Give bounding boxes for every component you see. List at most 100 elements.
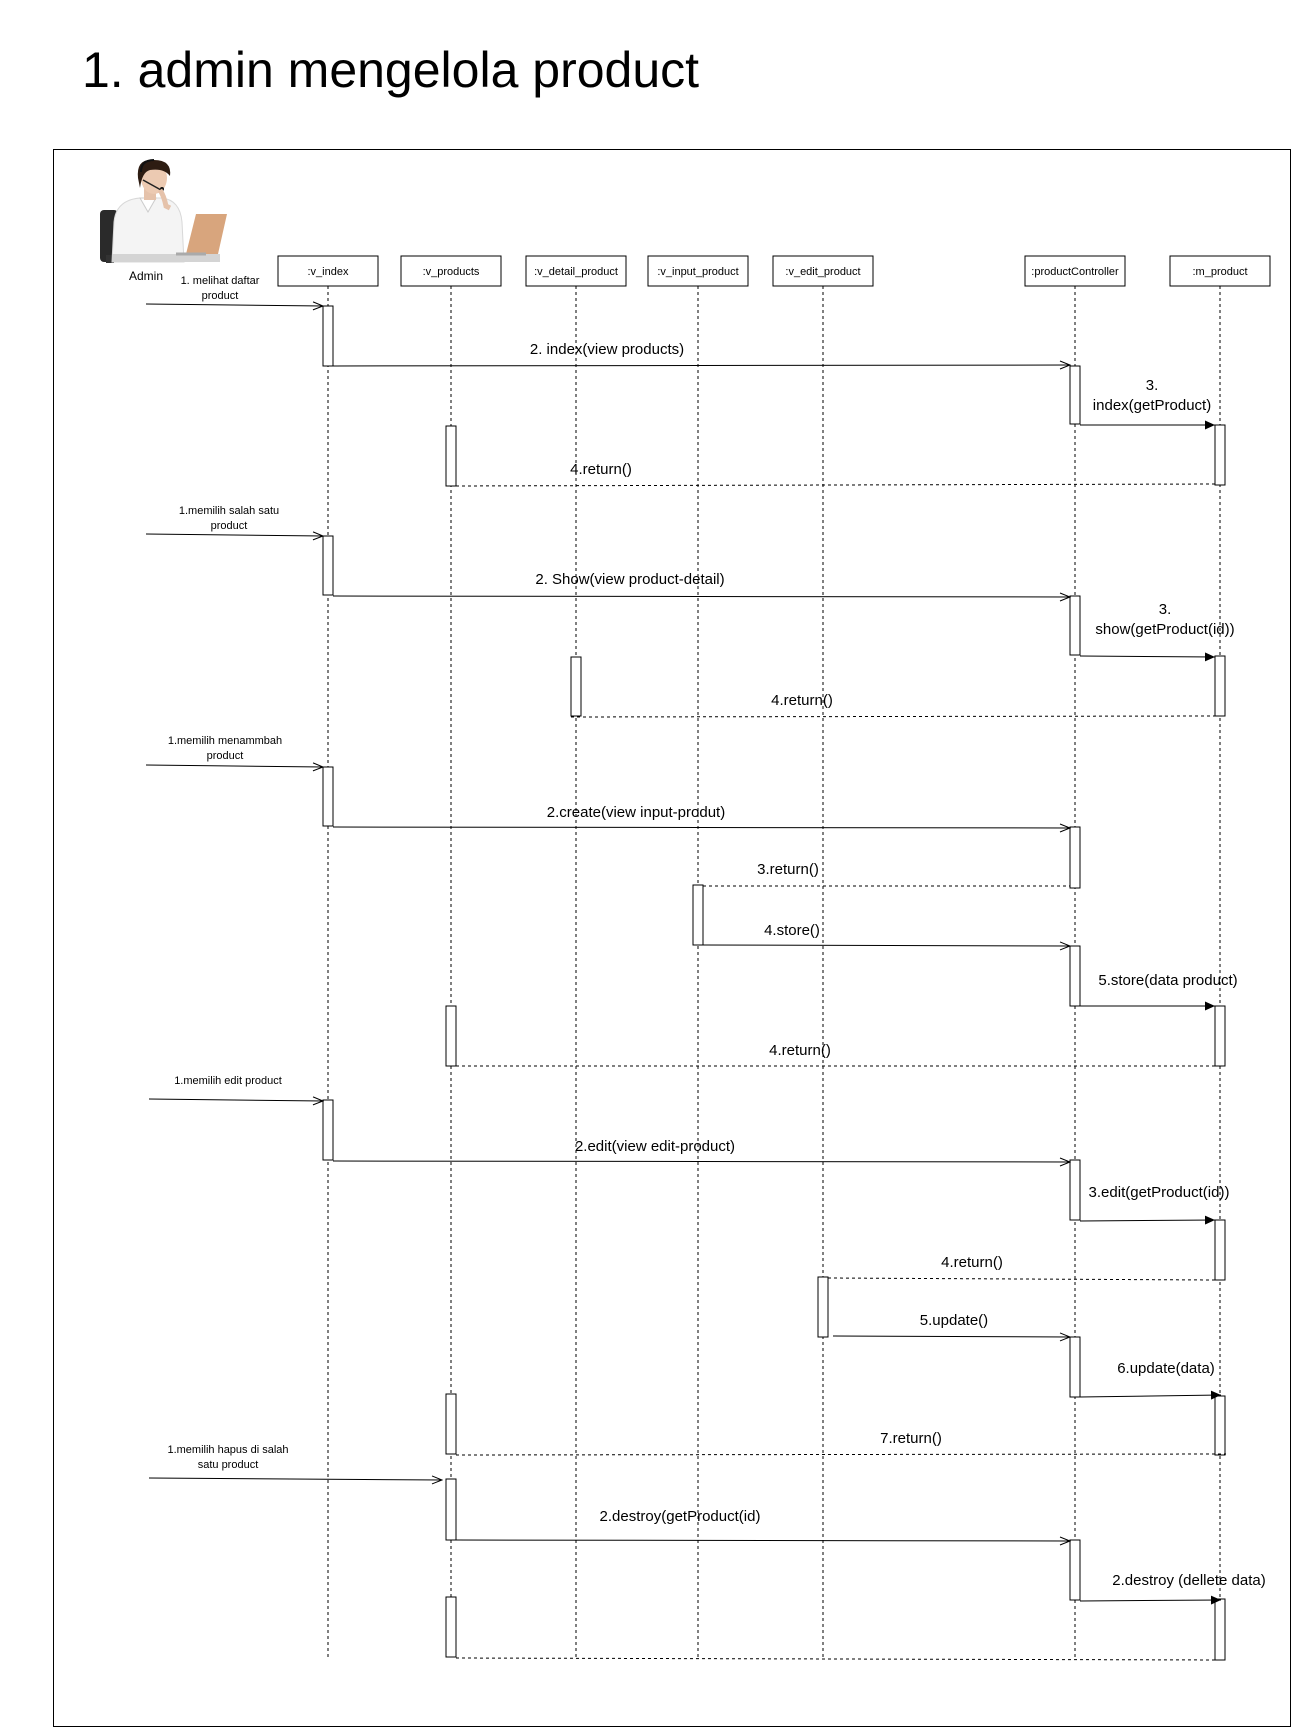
message-label: show(getProduct(id)) bbox=[1095, 621, 1234, 638]
message-label: 3. bbox=[1146, 377, 1159, 394]
message: 4.return() bbox=[570, 692, 1216, 718]
lifeline-productController: :productController bbox=[1024, 255, 1126, 1660]
activation-bar bbox=[445, 1596, 457, 1658]
actor-label: Admin bbox=[129, 269, 163, 283]
activation-bar bbox=[1214, 655, 1226, 717]
activation-bar bbox=[322, 766, 334, 827]
message-arrow bbox=[332, 827, 1070, 828]
lifeline-head-box bbox=[1169, 255, 1271, 287]
message-label: 1. melihat daftar bbox=[181, 275, 260, 287]
return-arrow bbox=[455, 1657, 1223, 1661]
activation-bar bbox=[817, 1276, 829, 1338]
page-title: 1. admin mengelola product bbox=[82, 42, 700, 98]
message-label: satu product bbox=[198, 1459, 259, 1471]
activation-bar bbox=[322, 1099, 334, 1161]
admin-photo bbox=[100, 159, 227, 263]
message-arrow bbox=[332, 1161, 1070, 1162]
message-label: 2. Show(view product-detail) bbox=[535, 571, 724, 588]
message-arrow bbox=[455, 1540, 1070, 1541]
message: 1.memilih hapus di salah satu product bbox=[148, 1444, 442, 1480]
message-label: 2. index(view products) bbox=[530, 341, 684, 358]
activation-bar bbox=[1069, 595, 1081, 656]
activation-bars bbox=[322, 305, 1226, 1661]
message-arrow bbox=[145, 534, 323, 536]
lifeline-head-box bbox=[525, 255, 627, 287]
message-label: 4.store() bbox=[764, 922, 820, 939]
message: 2.edit(view edit-product) bbox=[332, 1138, 1070, 1162]
message-arrow bbox=[1079, 1215, 1216, 1225]
activation-bar bbox=[1214, 1005, 1226, 1067]
activation-bar bbox=[445, 1393, 457, 1455]
message-label: product bbox=[211, 520, 248, 532]
message-arrow bbox=[145, 304, 323, 306]
message-arrow bbox=[1079, 1390, 1222, 1400]
activation-bar bbox=[1214, 424, 1226, 486]
lifeline-label: :productController bbox=[1031, 266, 1119, 278]
activation-bar bbox=[1214, 1395, 1226, 1456]
message-arrow bbox=[832, 1336, 1070, 1337]
message-label: 7.return() bbox=[880, 1430, 942, 1447]
activation-bar bbox=[322, 535, 334, 596]
message-label: 3.return() bbox=[757, 861, 819, 878]
message-label: product bbox=[207, 750, 244, 762]
return-arrow bbox=[827, 1277, 1216, 1281]
message: 3.show(getProduct(id)) bbox=[1079, 601, 1235, 662]
activation-bar bbox=[445, 1478, 457, 1541]
message: 4.return() bbox=[456, 1042, 1215, 1067]
activation-bar bbox=[1069, 1539, 1081, 1601]
message: 4.return() bbox=[455, 461, 1216, 487]
message-label: 4.return() bbox=[769, 1042, 831, 1059]
message: 3. index(getProduct) bbox=[1080, 377, 1215, 430]
message-label: 4.return() bbox=[771, 692, 833, 709]
message-label: 5.store(data product) bbox=[1098, 972, 1237, 989]
activation-bar bbox=[1069, 826, 1081, 889]
message-label: 4.return() bbox=[941, 1254, 1003, 1271]
return-arrow bbox=[570, 715, 1216, 718]
lifeline-v-edit-product: :v_edit_product bbox=[772, 255, 874, 1660]
messages: 1. melihat daftar product 2. index(view pr… bbox=[145, 275, 1266, 1661]
message: 7.return() bbox=[455, 1430, 1227, 1456]
message: 4.return() bbox=[827, 1254, 1216, 1281]
message: 5.update() bbox=[832, 1312, 1070, 1337]
lifeline-label: :v_detail_product bbox=[534, 266, 618, 278]
lifeline-v-detail-product: :v_detail_product bbox=[525, 255, 627, 1660]
message-arrow bbox=[145, 765, 323, 767]
lifeline-head-box bbox=[277, 255, 379, 287]
message-label: 2.create(view input-produt) bbox=[547, 804, 725, 821]
lifeline-m-product: :m_product bbox=[1169, 255, 1271, 1660]
message: 3.return() bbox=[703, 861, 1070, 887]
message-label: product bbox=[202, 290, 239, 302]
message: 2.create(view input-produt) bbox=[332, 804, 1070, 828]
activation-bar bbox=[570, 656, 582, 717]
lifeline-v-input-product: :v_input_product bbox=[647, 255, 749, 1660]
lifeline-head-box bbox=[1024, 255, 1126, 287]
message-label: 1.memilih hapus di salah bbox=[167, 1444, 288, 1456]
lifeline-head-box bbox=[400, 255, 502, 287]
lifeline-label: :v_input_product bbox=[657, 266, 738, 278]
message-label: 1.memilih edit product bbox=[174, 1075, 282, 1087]
message bbox=[455, 1657, 1223, 1661]
activation-bar bbox=[445, 1005, 457, 1067]
message: 2.destroy (dellete data) bbox=[1079, 1572, 1266, 1605]
message-label: 2.edit(view edit-product) bbox=[575, 1138, 735, 1155]
activation-bar bbox=[1069, 945, 1081, 1007]
message-label: 6.update(data) bbox=[1117, 1360, 1215, 1377]
diagram-frame bbox=[53, 149, 1291, 1727]
message: 1. melihat daftar product bbox=[145, 275, 323, 306]
message-label: index(getProduct) bbox=[1093, 397, 1211, 414]
lifeline-v-index: :v_index bbox=[277, 255, 379, 1660]
message-arrow bbox=[1079, 1595, 1222, 1605]
activation-bar bbox=[692, 884, 704, 946]
lifeline-head-box bbox=[772, 255, 874, 287]
message: 2. Show(view product-detail) bbox=[332, 571, 1070, 597]
lifeline-head-box bbox=[647, 255, 749, 287]
return-arrow bbox=[455, 483, 1216, 487]
message-arrow bbox=[702, 945, 1070, 946]
message-arrow bbox=[332, 365, 1070, 366]
lifelines: :v_index:v_products:v_detail_product:v_i… bbox=[277, 255, 1271, 1660]
activation-bar bbox=[322, 305, 334, 367]
message-arrow bbox=[148, 1099, 323, 1101]
activation-bar bbox=[1214, 1598, 1226, 1661]
